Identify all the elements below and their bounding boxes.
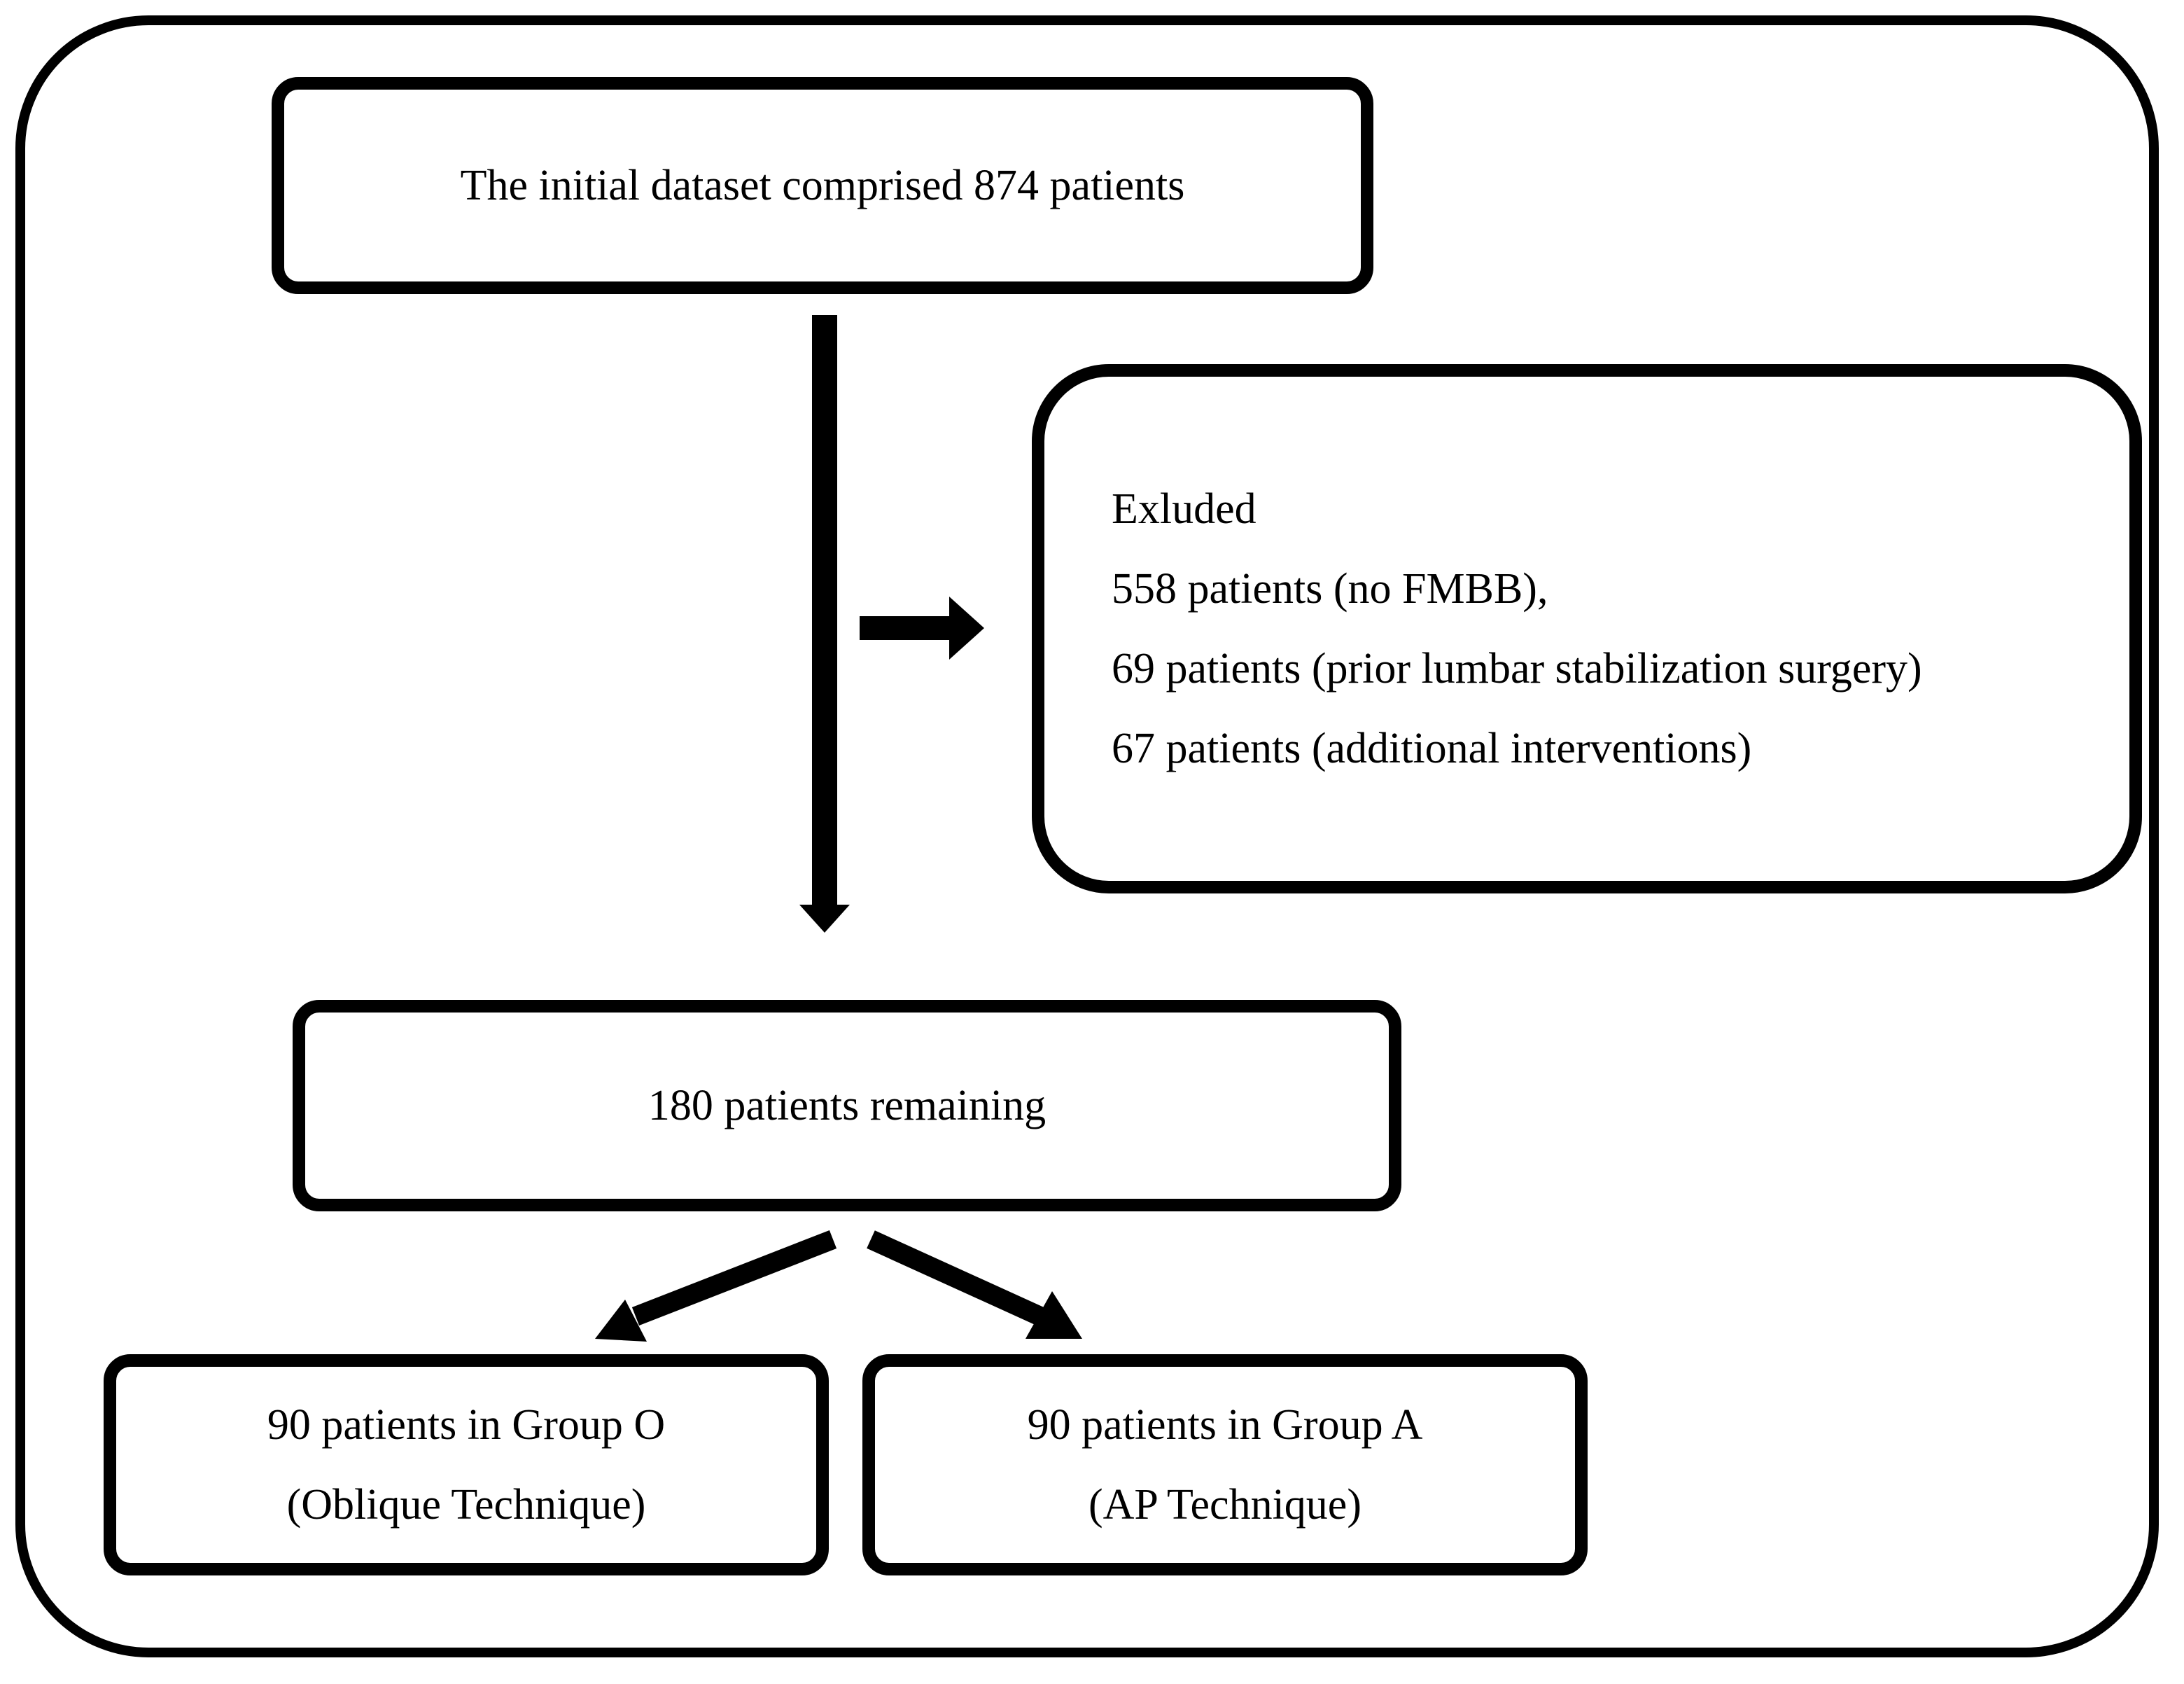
group-a-line-2: (AP Technique) — [1088, 1481, 1362, 1529]
arrow-down-main — [799, 315, 850, 933]
excluded-heading: Exluded — [1112, 485, 1256, 533]
excluded-box: Exluded 558 patients (no FMBB), 69 patie… — [1032, 364, 2142, 893]
initial-dataset-text: The initial dataset comprised 874 patien… — [460, 162, 1185, 209]
arrow-to-group-o — [595, 1230, 837, 1342]
excluded-line-1: 558 patients (no FMBB), — [1112, 565, 1548, 613]
excluded-line-2: 69 patients (prior lumbar stabilization … — [1112, 645, 1922, 693]
group-o-line-1: 90 patients in Group O — [267, 1401, 666, 1449]
group-a-line-1: 90 patients in Group A — [1027, 1401, 1423, 1449]
group-a-box: 90 patients in Group A (AP Technique) — [862, 1354, 1588, 1575]
group-o-box: 90 patients in Group O (Oblique Techniqu… — [104, 1354, 829, 1575]
remaining-text: 180 patients remaining — [648, 1082, 1046, 1129]
group-o-line-2: (Oblique Technique) — [286, 1481, 646, 1529]
outer-frame — [15, 15, 2159, 1657]
arrow-to-group-a — [867, 1230, 1082, 1339]
arrow-right-excluded — [860, 597, 984, 660]
remaining-box: 180 patients remaining — [293, 1000, 1401, 1211]
excluded-line-3: 67 patients (additional interventions) — [1112, 725, 1752, 772]
initial-dataset-box: The initial dataset comprised 874 patien… — [272, 77, 1373, 294]
